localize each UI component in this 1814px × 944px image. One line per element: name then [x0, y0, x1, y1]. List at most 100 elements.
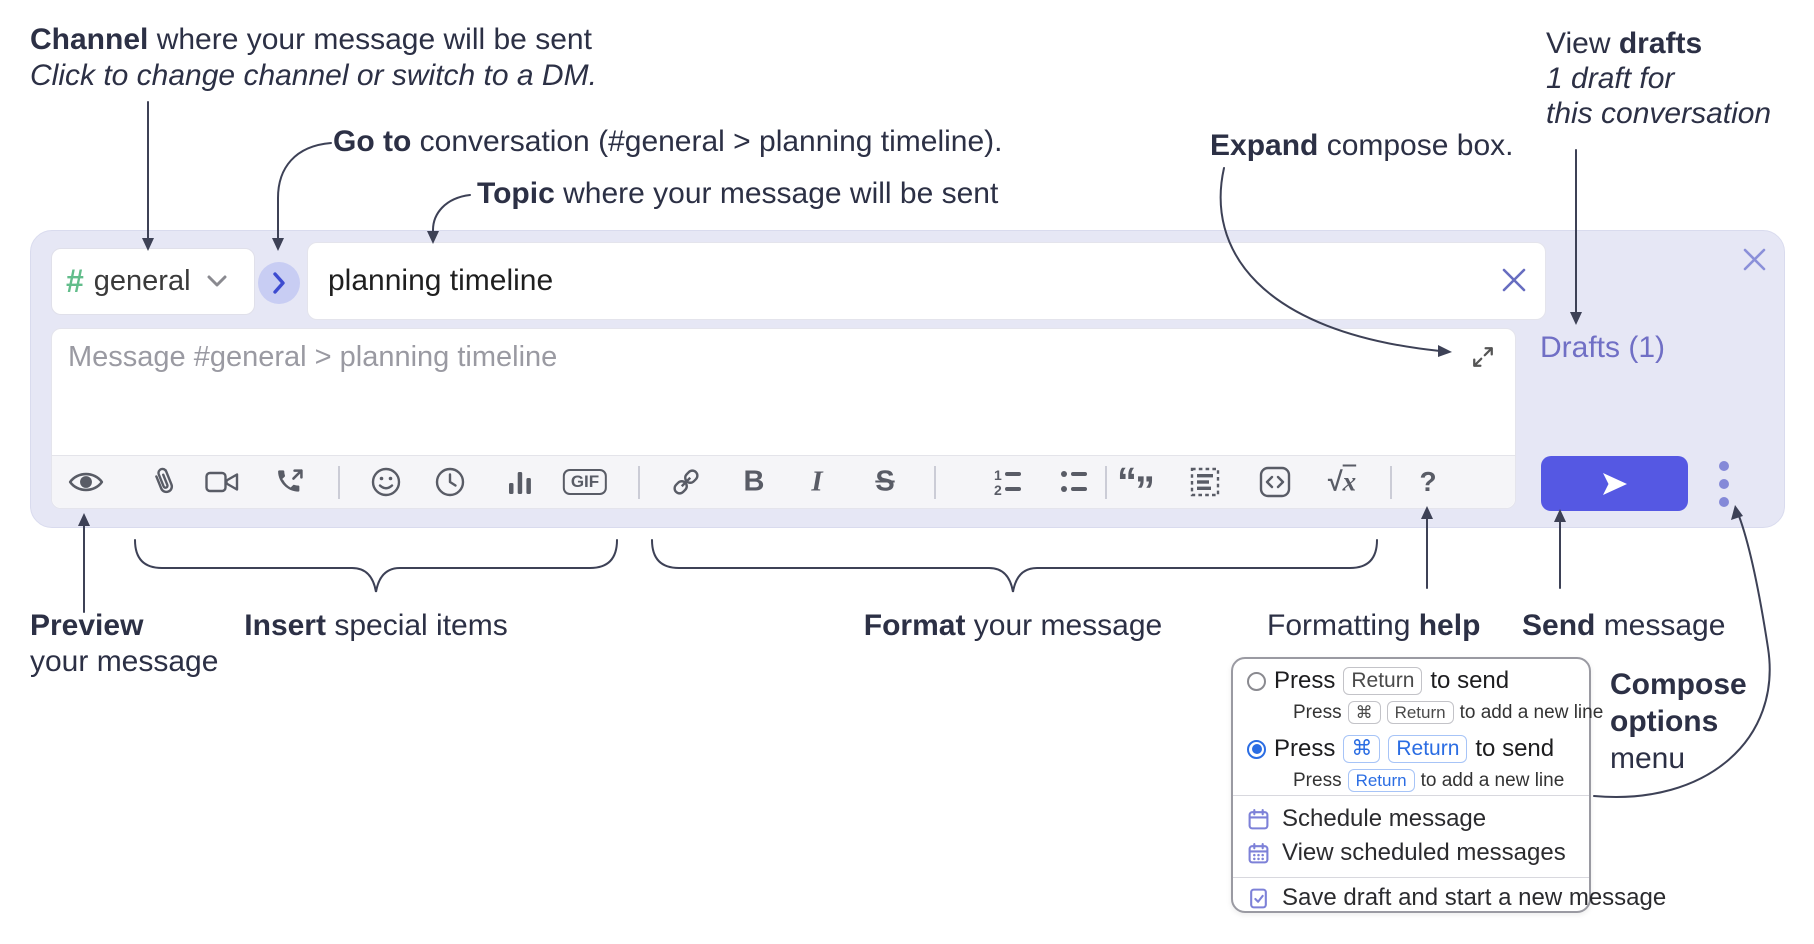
expand-note: Expand compose box. — [1210, 129, 1514, 162]
goto-note: Go to conversation (#general > planning … — [333, 125, 1003, 158]
bullet-list-icon — [1061, 471, 1087, 492]
return-keycap: Return — [1386, 701, 1454, 725]
gif-icon: GIF — [562, 469, 608, 495]
return-keycap: Return — [1347, 769, 1415, 793]
format-brace — [651, 539, 1378, 593]
preview-button[interactable] — [68, 467, 104, 497]
view-drafts-note: View drafts 1 draft for this conversatio… — [1546, 26, 1771, 131]
schedule-message-item[interactable]: Schedule message — [1247, 805, 1486, 833]
topic-arrow-line — [432, 194, 471, 234]
channel-note-line1: Channel where your message will be sent — [30, 23, 592, 56]
close-compose-icon[interactable] — [1741, 246, 1768, 273]
view-drafts-line3: this conversation — [1546, 97, 1772, 130]
bold-button[interactable]: B — [743, 465, 765, 498]
ordered-list-icon: 12 — [994, 467, 1021, 498]
send-button[interactable] — [1541, 456, 1688, 511]
clear-topic-icon[interactable] — [1499, 265, 1529, 295]
compose-options-button[interactable] — [1717, 461, 1731, 507]
attach-file-button[interactable] — [148, 465, 180, 499]
radio-unselected-icon[interactable] — [1247, 671, 1266, 691]
channel-note-line2: Click to change channel or switch to a D… — [30, 59, 597, 92]
cmd-keycap: ⌘ — [1343, 735, 1381, 764]
svg-text:2: 2 — [994, 482, 1002, 498]
toolbar-divider — [1105, 466, 1107, 499]
view-scheduled-messages-item[interactable]: View scheduled messages — [1247, 839, 1566, 867]
code-icon — [1259, 466, 1291, 498]
save-draft-item[interactable]: Save draft and start a new message — [1247, 884, 1666, 912]
topic-note: Topic where your message will be sent — [477, 177, 999, 210]
formula-button[interactable]: √x — [1328, 467, 1356, 498]
blockquote-button[interactable]: “” — [1117, 460, 1155, 513]
bar-chart-icon — [509, 472, 531, 494]
goto-conversation-button[interactable] — [258, 262, 300, 304]
bullet-list-button[interactable] — [1058, 466, 1090, 498]
video-button[interactable] — [204, 468, 240, 496]
toolbar-divider — [638, 466, 640, 499]
preview-note: Preview your message — [30, 609, 219, 678]
channel-hash-icon: # — [66, 263, 84, 299]
link-icon — [673, 469, 699, 495]
phone-call-icon — [278, 469, 303, 492]
menu-divider — [1233, 795, 1589, 796]
menu-divider — [1233, 877, 1589, 878]
drafts-link[interactable]: Drafts (1) — [1540, 331, 1666, 364]
paperclip-icon — [155, 467, 174, 494]
toolbar-divider — [338, 466, 340, 499]
channel-selector[interactable]: # general — [51, 248, 255, 315]
code-button[interactable] — [1258, 465, 1292, 499]
chevron-down-icon — [207, 275, 227, 288]
return-keycap: Return — [1343, 667, 1423, 696]
formatting-help-button[interactable]: ? — [1419, 466, 1436, 498]
insert-brace — [134, 539, 618, 593]
message-input[interactable]: Message #general > planning timeline — [68, 341, 558, 373]
schedule-button[interactable] — [434, 466, 466, 498]
emoji-button[interactable] — [370, 466, 402, 498]
message-box: Message #general > planning timeline — [51, 328, 1516, 513]
calendar-icon — [1247, 808, 1270, 831]
link-button[interactable] — [669, 465, 703, 499]
quote-icon: “” — [1117, 460, 1155, 513]
cmd-keycap: ⌘ — [1347, 701, 1381, 725]
radio-selected-icon[interactable] — [1247, 739, 1266, 759]
snippet-icon — [1190, 467, 1220, 497]
dot-icon — [1719, 461, 1729, 471]
toolbar-divider — [934, 466, 936, 499]
format-note: Format your message — [863, 609, 1163, 642]
eye-icon — [68, 472, 104, 492]
poll-button[interactable] — [505, 467, 535, 497]
send-icon — [1602, 472, 1627, 495]
chevron-right-icon — [273, 272, 285, 294]
return-keycap: Return — [1388, 735, 1468, 764]
insert-note: Insert special items — [244, 609, 508, 642]
clock-icon — [435, 467, 465, 497]
compose-box: # general Message #general > planning ti… — [30, 230, 1785, 528]
compose-options-note: Compose options menu — [1610, 668, 1747, 775]
video-camera-icon — [205, 471, 239, 493]
formula-icon: √x — [1327, 466, 1357, 497]
expand-icon[interactable] — [1469, 343, 1497, 371]
strikethrough-button[interactable]: S — [875, 465, 895, 498]
topic-input[interactable] — [326, 243, 1470, 319]
snippet-button[interactable] — [1189, 466, 1221, 498]
channel-name: general — [93, 265, 191, 297]
smiley-icon — [371, 467, 401, 497]
call-button[interactable] — [274, 466, 306, 498]
channel-note: Channel where your message will be sent … — [30, 22, 597, 94]
svg-text:1: 1 — [994, 467, 1002, 483]
save-draft-icon — [1247, 887, 1270, 910]
gif-button[interactable]: GIF — [562, 469, 608, 495]
dot-icon — [1719, 497, 1729, 507]
italic-button[interactable]: I — [811, 465, 823, 498]
toolbar-divider — [1390, 466, 1392, 499]
goto-arrow-line — [277, 142, 332, 241]
view-drafts-line2: 1 draft for — [1546, 62, 1675, 95]
topic-field — [307, 242, 1546, 320]
